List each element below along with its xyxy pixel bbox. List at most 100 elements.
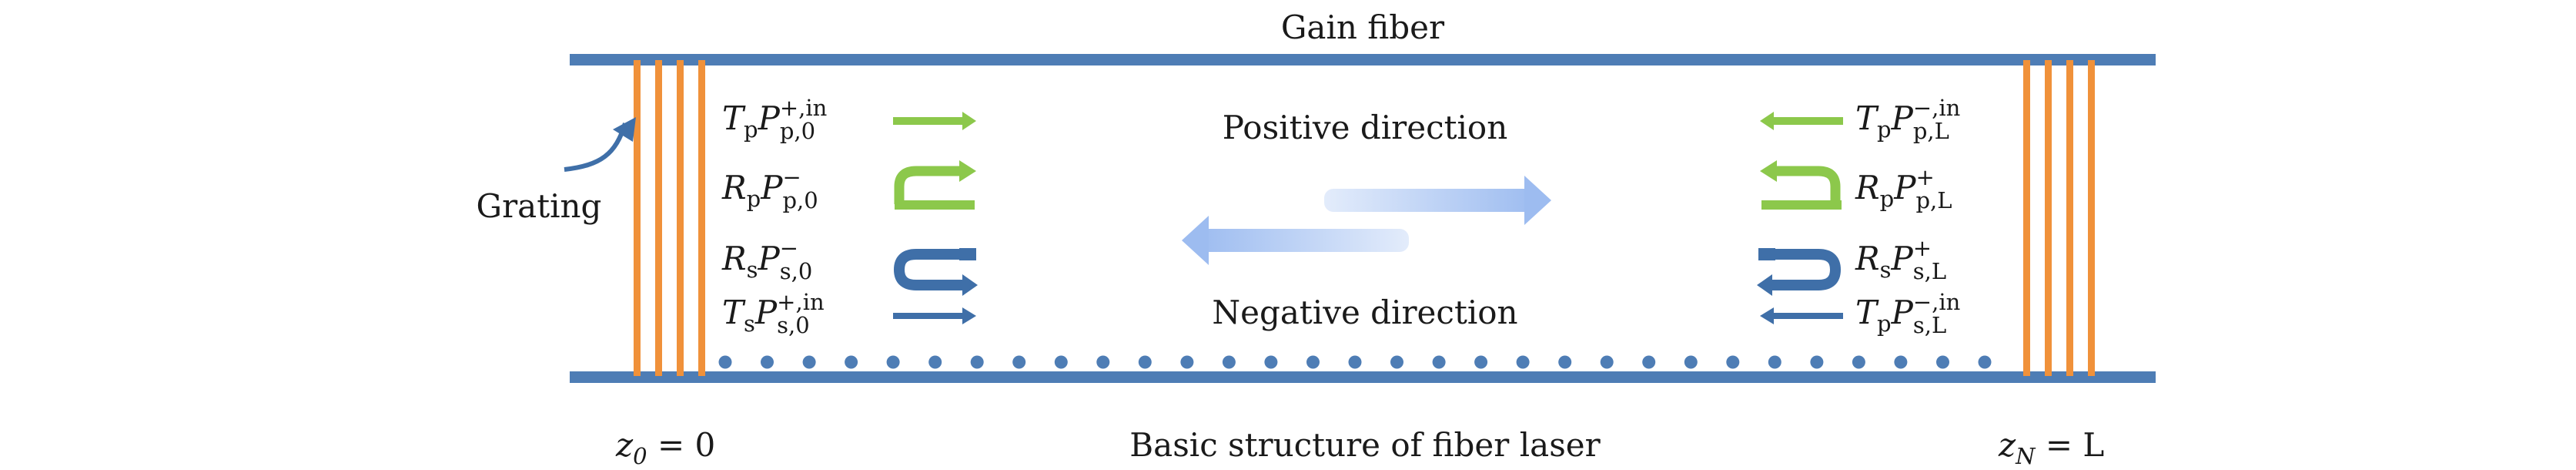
dopant-dot: [1306, 355, 1320, 369]
negative-direction-arrow: [1182, 216, 1409, 265]
dopant-dot: [1642, 355, 1656, 369]
left-term-1: RpP−p,0: [721, 164, 818, 213]
coefficient: T: [722, 99, 746, 137]
green-left-arrow: [1760, 112, 1843, 130]
green-right-arrow: [893, 112, 976, 130]
dopant-dot: [1852, 355, 1865, 369]
coefficient: R: [1855, 240, 1880, 277]
svg-text:RpP−: RpP−: [721, 164, 801, 212]
superscript: −: [782, 164, 801, 190]
left-term-0: TpP+,inp,0: [722, 95, 827, 144]
dopant-dot: [1390, 355, 1403, 369]
position-z0-label: z0 = 0: [615, 426, 715, 469]
dopant-dot: [1348, 355, 1362, 369]
coefficient: R: [1855, 169, 1880, 206]
power-symbol: P: [754, 294, 778, 331]
dopant-dot: [1012, 355, 1026, 369]
subscript: p,0: [782, 187, 818, 213]
superscript: −: [780, 235, 798, 261]
coefficient: T: [722, 294, 746, 331]
grating-line: [698, 60, 705, 376]
dopant-dot: [718, 355, 732, 369]
right-term-arrows: [1757, 112, 1843, 324]
dopant-dot: [1180, 355, 1194, 369]
dopant-dot: [928, 355, 942, 369]
svg-text:TpP−,in: TpP−,in: [1855, 95, 1960, 143]
dopant-dot: [1558, 355, 1572, 369]
dopant-dot: [1768, 355, 1781, 369]
right-term-1: RpP+p,L: [1855, 164, 1952, 213]
coefficient-subscript: p: [744, 116, 758, 143]
grating-line: [2023, 60, 2030, 376]
negative-direction-label: Negative direction: [1212, 294, 1517, 331]
dopant-dot: [1810, 355, 1824, 369]
superscript: +,in: [780, 95, 827, 121]
position-zN-label: zN = L: [1998, 426, 2104, 469]
green-u-turn-arrow: [1760, 160, 1842, 210]
coefficient: T: [1855, 294, 1879, 331]
superscript: −,in: [1913, 289, 1960, 315]
green-u-turn-arrow: [894, 160, 976, 210]
superscript: +: [1913, 235, 1932, 261]
coefficient-subscript: s: [744, 311, 755, 337]
dopant-dot: [1978, 355, 1992, 369]
power-symbol: P: [1893, 169, 1916, 206]
dopant-dot: [1096, 355, 1110, 369]
subscript: s,0: [777, 312, 810, 338]
superscript: −,in: [1913, 95, 1960, 121]
coefficient-subscript: p: [1877, 311, 1892, 337]
dopant-dot: [1684, 355, 1698, 369]
power-symbol: P: [1891, 294, 1914, 331]
coefficient-subscript: p: [1880, 186, 1895, 212]
power-symbol: P: [758, 240, 781, 277]
superscript: +: [1915, 164, 1934, 190]
grating-line: [2045, 60, 2052, 376]
positive-direction-label: Positive direction: [1223, 109, 1508, 146]
right-term-2: RsP+s,L: [1855, 235, 1946, 284]
blue-u-turn-arrow: [1757, 248, 1842, 296]
blue-right-arrow: [893, 307, 976, 324]
dopant-dot: [1138, 355, 1152, 369]
svg-text:TsP+,in: TsP+,in: [722, 289, 825, 337]
grating-line: [2066, 60, 2073, 376]
power-symbol: P: [760, 169, 783, 206]
coefficient-subscript: p: [1877, 116, 1892, 143]
dopant-dot: [970, 355, 984, 369]
left-term-2: RsP−s,0: [721, 235, 812, 284]
diagram-caption: Basic structure of fiber laser: [1129, 426, 1601, 464]
svg-text:RsP−: RsP−: [721, 235, 798, 283]
dopant-dot: [1726, 355, 1740, 369]
coefficient-subscript: s: [1880, 257, 1892, 283]
dopant-dot: [761, 355, 774, 369]
fiber-bottom-rail: [570, 371, 2156, 383]
gain-fiber-title: Gain fiber: [1281, 8, 1445, 46]
svg-text:RpP+: RpP+: [1855, 164, 1935, 212]
dopant-dot: [1264, 355, 1278, 369]
grating-line: [2088, 60, 2095, 376]
subscript: p,L: [1913, 118, 1949, 144]
subscript: s,0: [780, 258, 813, 284]
left-term-arrows: [893, 112, 978, 324]
superscript: +,in: [777, 289, 824, 315]
dopant-dot: [1054, 355, 1068, 369]
svg-text:zN = L: zN = L: [1998, 426, 2104, 469]
dopant-dot: [886, 355, 900, 369]
blue-u-turn-arrow: [893, 248, 978, 296]
grating-line: [677, 60, 684, 376]
power-symbol: P: [1891, 240, 1914, 277]
right-term-3: TpP−,ins,L: [1855, 289, 1960, 338]
grating-line: [634, 60, 641, 376]
svg-text:TpP+,in: TpP+,in: [722, 95, 827, 143]
left-grating: [634, 60, 705, 376]
positive-direction-arrow: [1324, 176, 1551, 225]
dopant-dot: [1432, 355, 1446, 369]
dopant-dot: [1474, 355, 1488, 369]
dopant-dot: [1894, 355, 1908, 369]
right-term-0: TpP−,inp,L: [1855, 95, 1960, 144]
right-grating: [2023, 60, 2095, 376]
power-symbol: P: [1891, 99, 1914, 137]
left-term-3: TsP+,ins,0: [722, 289, 825, 338]
